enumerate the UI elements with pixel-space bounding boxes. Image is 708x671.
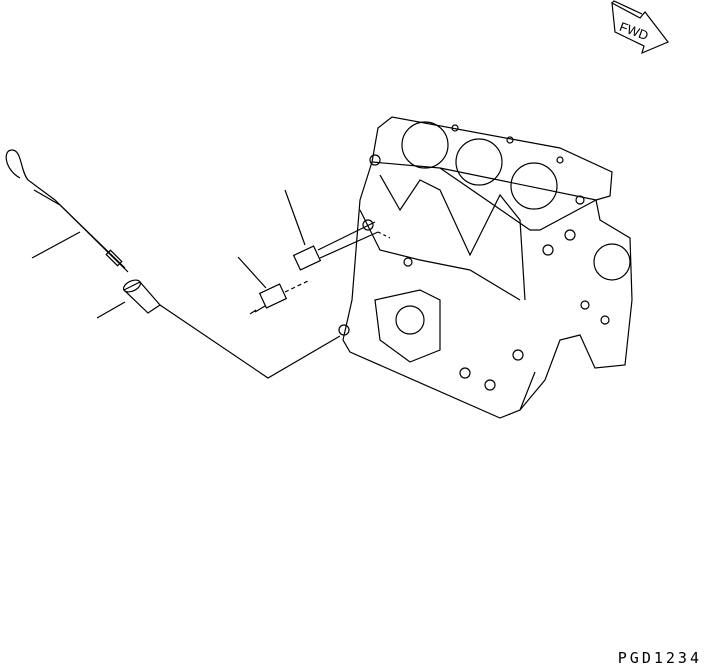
oil-pressure-sensor: [249, 279, 311, 315]
leader-lines: [31, 189, 341, 379]
dipstick: [5, 149, 129, 273]
fwd-label: FWD: [618, 19, 651, 43]
dipstick-guide-tube: [122, 279, 161, 314]
forward-arrow-icon: FWD: [611, 0, 669, 55]
drawing-code: PGD1234: [617, 649, 702, 667]
bolt: [292, 221, 391, 271]
engine-block: [338, 116, 633, 419]
